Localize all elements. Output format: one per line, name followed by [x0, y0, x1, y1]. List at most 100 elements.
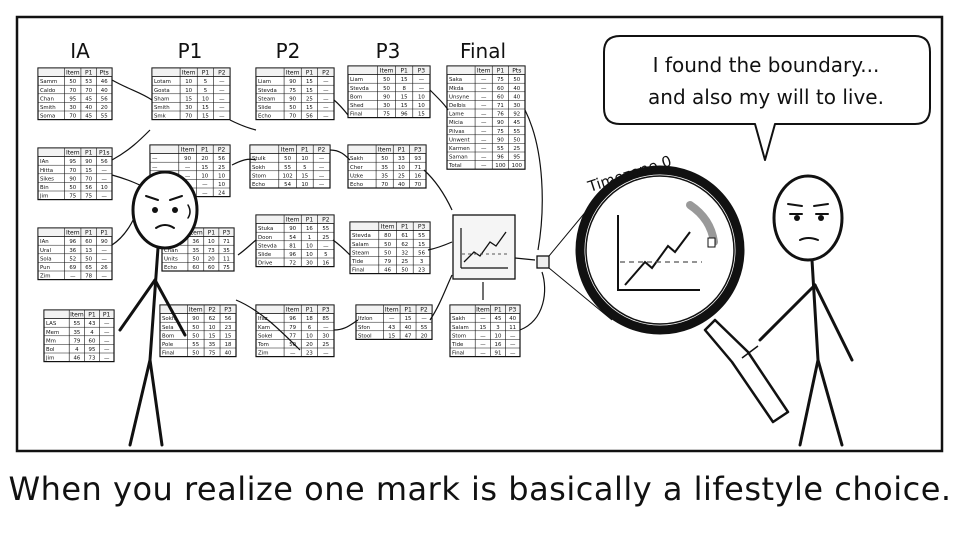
table-cell: Caldo: [40, 88, 55, 94]
connecting-arrows: [111, 79, 546, 351]
table-cell: 10: [185, 79, 192, 85]
table-cell: 10: [495, 333, 502, 339]
left-figure-arm: [153, 278, 187, 337]
table-cell: Final: [350, 112, 362, 118]
table-header-cell: Item: [378, 147, 392, 154]
table-cell: —: [323, 325, 329, 331]
table-cell: —: [219, 79, 225, 85]
table-cell: 35: [209, 342, 216, 348]
table-cell: 95: [513, 155, 520, 161]
table-cell: Sela: [162, 325, 174, 331]
table-cell: 50: [85, 256, 92, 262]
table-header-cell: Item: [281, 147, 295, 154]
table-cell: 15: [418, 242, 425, 248]
table-cell: Gosta: [154, 88, 170, 94]
table-header-cell: P1: [306, 307, 314, 314]
table-cell: —: [152, 156, 158, 162]
table-cell: 79: [73, 338, 80, 344]
table-header-cell: P1: [88, 312, 96, 319]
table-cell: 71: [414, 165, 421, 171]
table-cell: Smith: [154, 105, 170, 111]
table-cell: 90: [289, 79, 296, 85]
table-cell: 70: [85, 88, 92, 94]
table-cell: —: [389, 316, 395, 322]
table-cell: 30: [69, 105, 76, 111]
mini-chart: [452, 214, 516, 280]
table-cell: 56: [85, 185, 92, 191]
table-cell: 70: [185, 114, 192, 120]
table-header-cell: P2: [218, 147, 226, 154]
table-header-cell: Pts: [100, 70, 109, 77]
table-cell: Sola: [40, 256, 52, 262]
speech-bubble: I found the boundary... and also my will…: [603, 35, 931, 161]
table-cell: 54: [284, 182, 291, 188]
table-cell: 15: [306, 105, 313, 111]
table-cell: Slide: [258, 105, 272, 111]
table-cell: Sakh: [452, 316, 465, 322]
table-cell: 3: [496, 325, 499, 331]
table-cell: —: [481, 137, 487, 143]
table-cell: 50: [513, 77, 520, 83]
data-table: ItemP1P3—361071Chan357335Units502011Echo…: [161, 227, 235, 272]
table-cell: 20: [306, 342, 313, 348]
table-header-row: [151, 67, 231, 78]
table-cell: Sokh: [162, 316, 175, 322]
table-cell: Lotam: [154, 79, 171, 85]
table-cell: 45: [513, 120, 520, 126]
table-cell: —: [480, 351, 486, 357]
table-cell: —: [185, 165, 191, 171]
table-cell: —: [481, 112, 487, 118]
table-cell: 40: [513, 86, 520, 92]
table-cell: 18: [306, 316, 313, 322]
table-header-row: [37, 227, 113, 238]
table-cell: 15: [479, 325, 486, 331]
table-cell: 23: [418, 268, 425, 274]
table-header-cell: P1: [398, 147, 406, 154]
table-header-cell: P2: [322, 70, 330, 77]
table-header-cell: P1: [103, 312, 111, 319]
table-cell: 70: [381, 182, 388, 188]
table-header-cell: P1: [301, 147, 309, 154]
table-header-cell: Item: [189, 307, 203, 314]
table-cell: 55: [101, 114, 108, 120]
table-cell: Cher: [350, 165, 363, 171]
table-cell: 13: [85, 248, 92, 254]
table-cell: Tide: [451, 342, 464, 348]
table-cell: 25: [401, 259, 408, 265]
table-cell: 55: [418, 233, 425, 239]
table-header-cell: Item: [286, 217, 300, 224]
table-cell: 25: [322, 235, 329, 241]
table-cell: —: [421, 316, 427, 322]
column-header-p1: P1: [178, 39, 203, 63]
left-figure-sweat: [187, 204, 191, 219]
table-cell: 50: [289, 342, 296, 348]
table-cell: 40: [225, 351, 232, 357]
table-cell: 30: [185, 105, 192, 111]
table-header-cell: Item: [189, 230, 203, 237]
table-cell: —: [510, 342, 516, 348]
column-header-ia: IA: [70, 39, 90, 63]
table-header-cell: P3: [418, 68, 426, 75]
table-cell: 96: [497, 155, 504, 161]
table-cell: —: [323, 79, 329, 85]
table-cell: —: [319, 173, 325, 179]
table-cell: —: [323, 96, 329, 102]
table-cell: Steam: [352, 250, 369, 256]
table-cell: 50: [381, 156, 388, 162]
arrow: [332, 239, 351, 256]
table-cell: 40: [85, 105, 92, 111]
table-cell: 95: [69, 96, 76, 102]
table-cell: Smith: [40, 105, 56, 111]
left-figure-eye: [172, 207, 178, 213]
table-header-row: [37, 67, 113, 78]
table-header-cell: P3: [509, 307, 517, 314]
table-cell: 95: [89, 347, 96, 353]
table-cell: Saman: [449, 155, 468, 161]
table-cell: Echo: [350, 182, 363, 188]
table-cell: —: [102, 274, 108, 280]
table-cell: —: [419, 86, 425, 92]
